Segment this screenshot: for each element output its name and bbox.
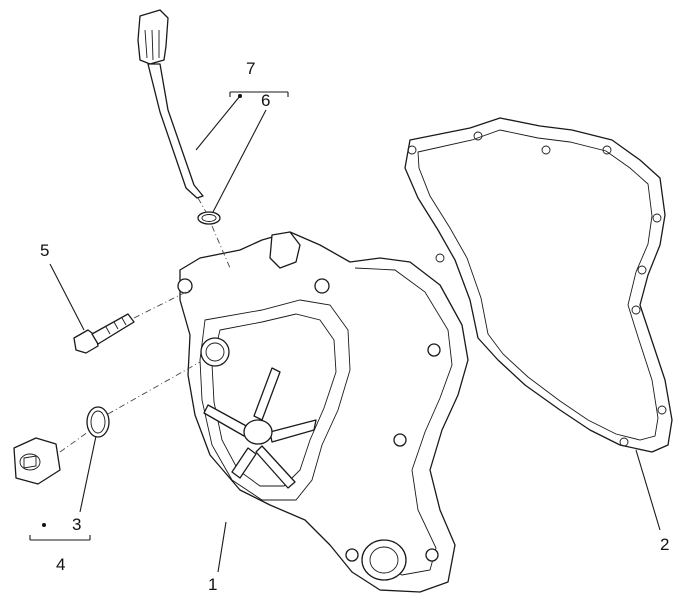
leader-6 bbox=[212, 109, 267, 213]
oil-dipstick bbox=[137, 9, 204, 199]
drain-plug-o-ring bbox=[86, 406, 110, 438]
drain-plug bbox=[13, 437, 61, 485]
assembly-line-o-ring bbox=[211, 225, 231, 269]
leader-5 bbox=[49, 263, 85, 331]
callout-5: 5 bbox=[40, 241, 49, 260]
bracket-7 bbox=[229, 91, 289, 98]
gasket bbox=[404, 117, 673, 453]
drain-plug-o-ring-inner bbox=[90, 410, 106, 434]
engine-side-cover bbox=[177, 231, 469, 593]
callout-4: 4 bbox=[56, 555, 65, 574]
bracket-4 bbox=[29, 523, 91, 541]
assembly-line-bolt bbox=[133, 289, 191, 319]
cover-vanes bbox=[203, 367, 317, 489]
assembly-line-dipstick bbox=[197, 197, 207, 213]
leader-7 bbox=[195, 95, 241, 151]
callout-2: 2 bbox=[660, 535, 669, 554]
callout-6: 6 bbox=[261, 91, 270, 110]
dipstick-o-ring bbox=[197, 211, 221, 225]
assembly-line-plug bbox=[59, 431, 89, 453]
leader-3 bbox=[79, 435, 97, 513]
callout-3: 3 bbox=[72, 515, 81, 534]
flange-bolt bbox=[73, 313, 135, 354]
dipstick-o-ring-inner bbox=[201, 214, 217, 222]
leader-2 bbox=[635, 449, 661, 531]
leader-1 bbox=[217, 521, 227, 573]
callout-1: 1 bbox=[208, 575, 217, 594]
assembly-line-plug-ring bbox=[107, 361, 201, 415]
callout-7: 7 bbox=[246, 59, 255, 78]
